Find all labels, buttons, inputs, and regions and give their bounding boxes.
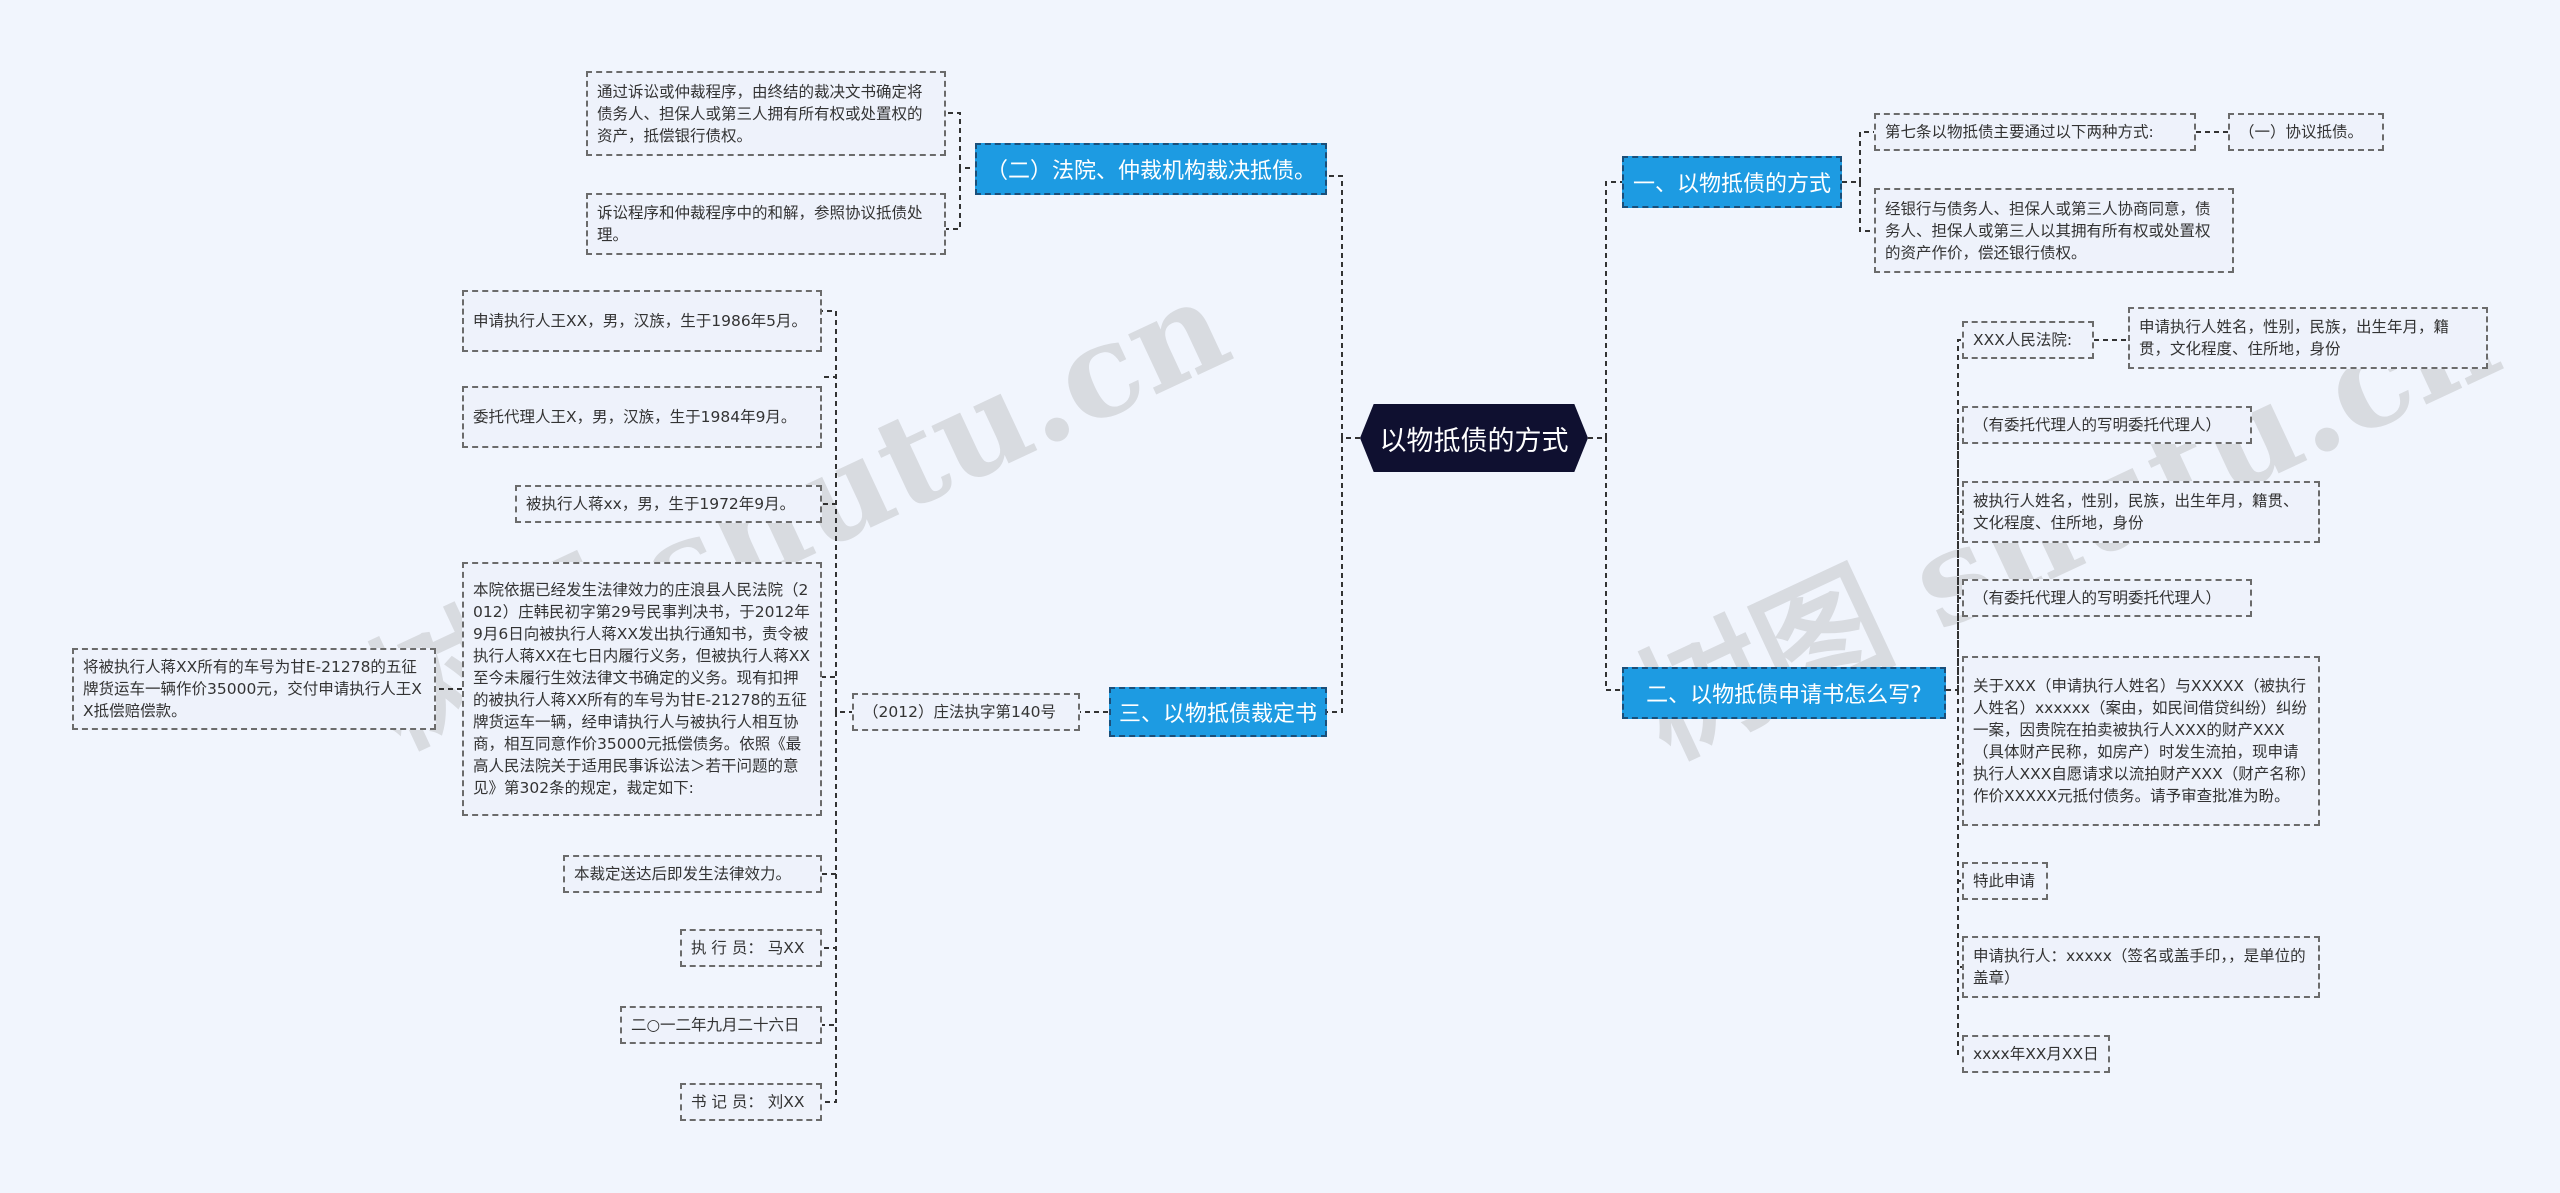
leaf-court-2-text: 诉讼程序和仲裁程序中的和解，参照协议抵债处理。 [597, 204, 923, 244]
branch-court-arbitration[interactable]: （二）法院、仲裁机构裁决抵债。 [975, 143, 1327, 195]
leaf-app-3[interactable]: 被执行人姓名，性别，民族，出生年月，籍贯、文化程度、住所地，身份 [1962, 481, 2320, 543]
leaf-app-6[interactable]: 特此申请 [1962, 862, 2048, 900]
leaf-ruling-5-text: 本裁定送达后即发生法律效力。 [574, 865, 792, 883]
leaf-app-2[interactable]: （有委托代理人的写明委托代理人） [1962, 406, 2252, 444]
branch-application-label: 二、以物抵债申请书怎么写? [1646, 683, 1922, 708]
leaf-court-1[interactable]: 通过诉讼或仲裁程序，由终结的裁决文书确定将债务人、担保人或第三人拥有所有权或处置… [586, 71, 946, 156]
leaf-app-3-text: 被执行人姓名，性别，民族，出生年月，籍贯、文化程度、住所地，身份 [1973, 492, 2299, 532]
leaf-app-1a-text: 申请执行人姓名，性别，民族，出生年月，籍贯，文化程度、住所地，身份 [2139, 318, 2450, 358]
leaf-app-1a[interactable]: 申请执行人姓名，性别，民族，出生年月，籍贯，文化程度、住所地，身份 [2128, 307, 2488, 369]
leaf-court-2[interactable]: 诉讼程序和仲裁程序中的和解，参照协议抵债处理。 [586, 193, 946, 255]
leaf-ways-1-text: 第七条以物抵债主要通过以下两种方式: [1885, 123, 2154, 141]
leaf-app-2-text: （有委托代理人的写明委托代理人） [1973, 416, 2222, 434]
leaf-court-1-text: 通过诉讼或仲裁程序，由终结的裁决文书确定将债务人、担保人或第三人拥有所有权或处置… [597, 82, 923, 145]
leaf-ruling-4[interactable]: 本院依据已经发生法律效力的庄浪县人民法院（2012）庄韩民初字第29号民事判决书… [462, 562, 822, 816]
leaf-app-8[interactable]: xxxx年XX月XX日 [1962, 1035, 2110, 1073]
leaf-ruling-2[interactable]: 委托代理人王X，男，汉族，生于1984年9月。 [462, 386, 822, 448]
leaf-ruling-4a[interactable]: 将被执行人蒋XX所有的车号为甘E-21278的五征牌货运车一辆作价35000元，… [72, 648, 436, 730]
leaf-ruling-5[interactable]: 本裁定送达后即发生法律效力。 [563, 855, 822, 893]
leaf-ruling-8-text: 书 记 员： 刘XX [691, 1093, 805, 1111]
leaf-ruling-3[interactable]: 被执行人蒋xx，男，生于1972年9月。 [515, 485, 822, 523]
leaf-ways-2[interactable]: 经银行与债务人、担保人或第三人协商同意，债务人、担保人或第三人以其拥有所有权或处… [1874, 188, 2234, 273]
leaf-ways-1a-text: （一）协议抵债。 [2239, 123, 2364, 141]
leaf-app-8-text: xxxx年XX月XX日 [1973, 1045, 2099, 1063]
leaf-case-number-text: （2012）庄法执字第140号 [863, 703, 1057, 721]
branch-court-arbitration-label: （二）法院、仲裁机构裁决抵债。 [985, 159, 1316, 184]
leaf-ruling-6-text: 执 行 员： 马XX [691, 939, 805, 957]
root-topic[interactable]: 以物抵债的方式 [1360, 404, 1588, 472]
leaf-ruling-1[interactable]: 申请执行人王XX，男，汉族，生于1986年5月。 [462, 290, 822, 352]
leaf-app-5[interactable]: 关于XXX（申请执行人姓名）与XXXXX（被执行人姓名）xxxxxx（案由，如民… [1962, 656, 2320, 826]
branch-application[interactable]: 二、以物抵债申请书怎么写? [1622, 667, 1946, 719]
leaf-ruling-7-text: 二○一二年九月二十六日 [631, 1016, 800, 1034]
leaf-ways-1[interactable]: 第七条以物抵债主要通过以下两种方式: [1874, 113, 2196, 151]
leaf-ruling-6[interactable]: 执 行 员： 马XX [680, 929, 822, 967]
leaf-ways-2-text: 经银行与债务人、担保人或第三人协商同意，债务人、担保人或第三人以其拥有所有权或处… [1885, 199, 2211, 262]
leaf-app-6-text: 特此申请 [1973, 872, 2036, 890]
branch-ways[interactable]: 一、以物抵债的方式 [1622, 156, 1842, 208]
leaf-app-5-text: 关于XXX（申请执行人姓名）与XXXXX（被执行人姓名）xxxxxx（案由，如民… [1973, 677, 2308, 805]
leaf-ways-1a[interactable]: （一）协议抵债。 [2228, 113, 2384, 151]
leaf-ruling-3-text: 被执行人蒋xx，男，生于1972年9月。 [526, 495, 796, 513]
branch-ruling[interactable]: 三、以物抵债裁定书 [1109, 687, 1327, 737]
leaf-ruling-2-text: 委托代理人王X，男，汉族，生于1984年9月。 [473, 408, 797, 426]
leaf-app-4-text: （有委托代理人的写明委托代理人） [1973, 589, 2222, 607]
branch-ruling-label: 三、以物抵债裁定书 [1118, 702, 1317, 727]
leaf-app-7[interactable]: 申请执行人：xxxxx（签名或盖手印，，是单位的盖章） [1962, 936, 2320, 998]
branch-ways-label: 一、以物抵债的方式 [1632, 172, 1831, 197]
leaf-ruling-8[interactable]: 书 记 员： 刘XX [680, 1083, 822, 1121]
root-topic-label: 以物抵债的方式 [1379, 425, 1569, 457]
leaf-ruling-7[interactable]: 二○一二年九月二十六日 [620, 1006, 822, 1044]
leaf-case-number[interactable]: （2012）庄法执字第140号 [852, 693, 1080, 731]
leaf-ruling-4-text: 本院依据已经发生法律效力的庄浪县人民法院（2012）庄韩民初字第29号民事判决书… [473, 581, 810, 797]
leaf-ruling-4a-text: 将被执行人蒋XX所有的车号为甘E-21278的五征牌货运车一辆作价35000元，… [83, 658, 422, 720]
leaf-app-1[interactable]: XXX人民法院: [1962, 321, 2094, 359]
leaf-app-4[interactable]: （有委托代理人的写明委托代理人） [1962, 579, 2252, 617]
leaf-app-1-text: XXX人民法院: [1973, 331, 2073, 349]
leaf-app-7-text: 申请执行人：xxxxx（签名或盖手印，，是单位的盖章） [1973, 947, 2306, 987]
leaf-ruling-1-text: 申请执行人王XX，男，汉族，生于1986年5月。 [473, 312, 808, 330]
